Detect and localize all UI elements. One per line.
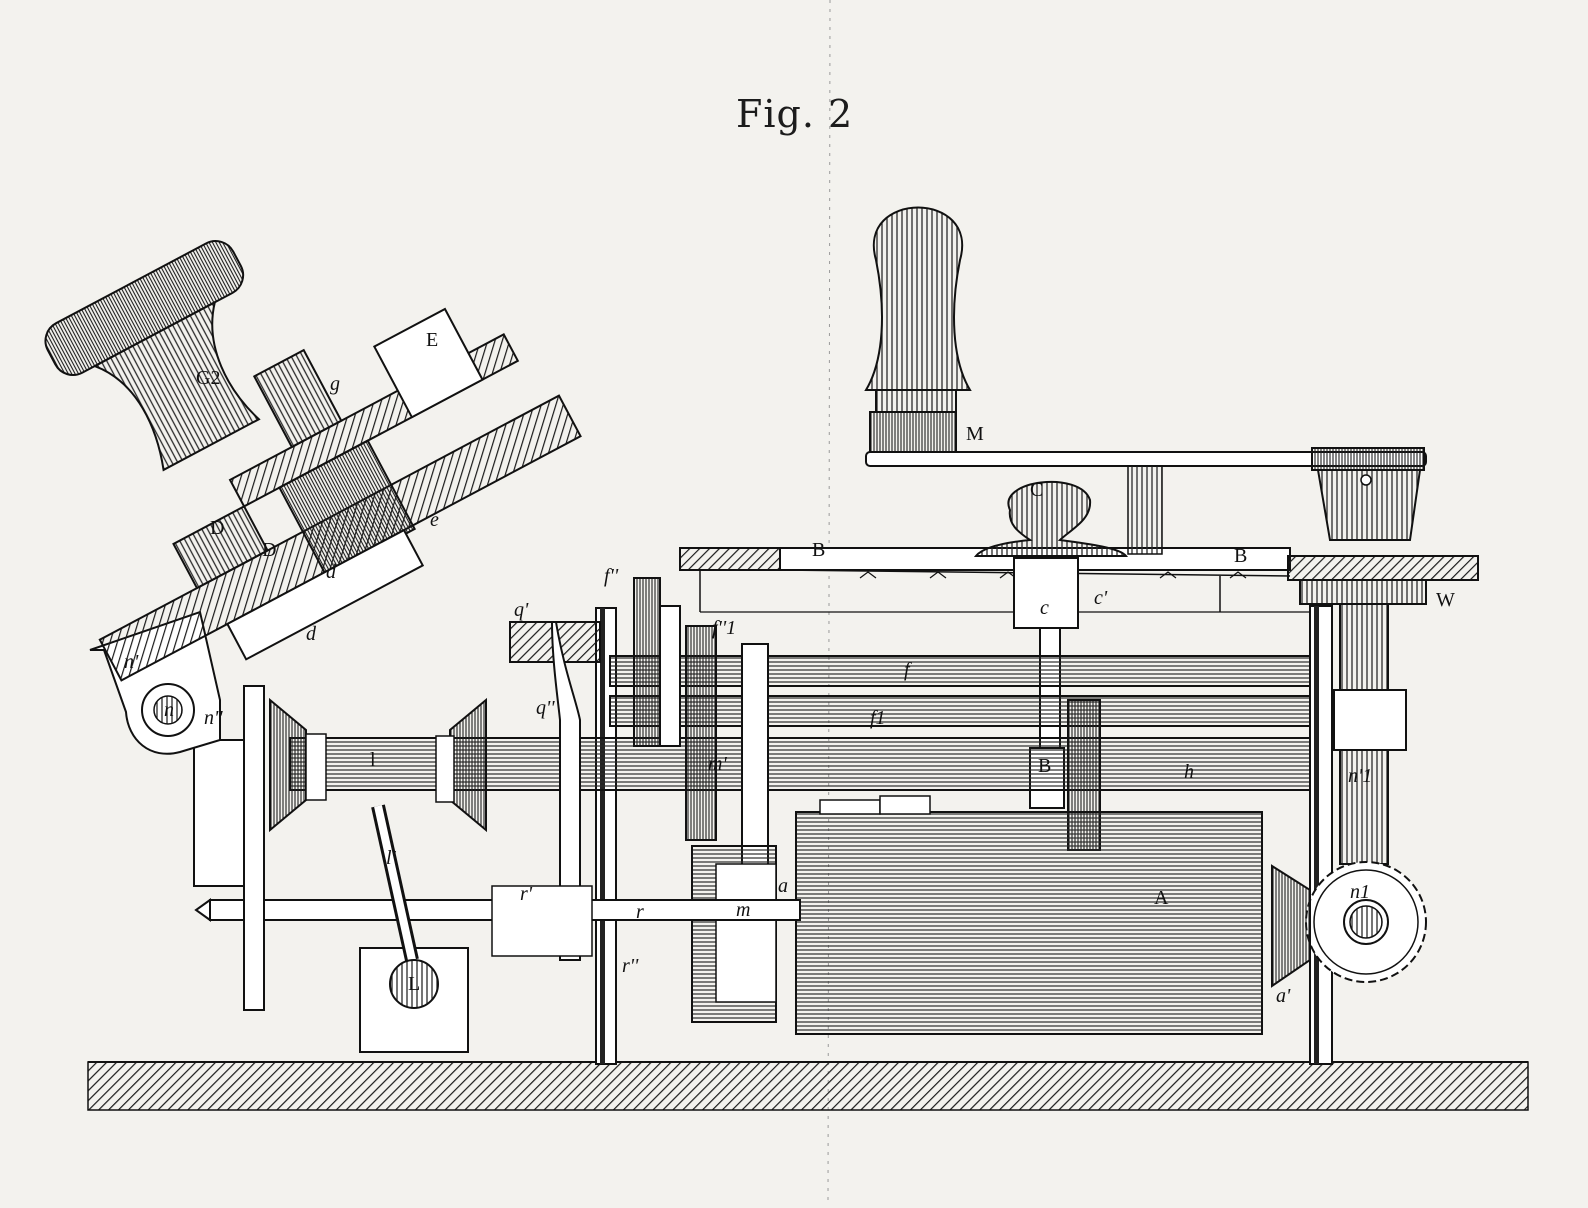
- pinion-n1: [1271, 861, 1427, 988]
- label-e: e: [430, 509, 439, 531]
- label-B2: B: [1234, 545, 1247, 567]
- label-d2: d: [306, 623, 317, 645]
- label-f-dprime: f'': [604, 565, 619, 587]
- right-post: [1311, 447, 1425, 865]
- label-a: a: [778, 875, 788, 897]
- label-h: h: [1184, 761, 1194, 783]
- label-m: m: [736, 899, 750, 921]
- shaft-f1: [609, 695, 1311, 727]
- left-plate: [193, 685, 487, 1011]
- label-g: g: [330, 373, 340, 395]
- shaft-f: [609, 655, 1311, 687]
- label-n-prime: n': [124, 651, 139, 673]
- label-D2: D: [262, 539, 276, 561]
- ground-base: [87, 1061, 1529, 1111]
- label-r: r: [636, 901, 644, 923]
- label-q-prime: q': [514, 599, 529, 621]
- label-E: E: [426, 329, 438, 351]
- label-C: C: [1030, 479, 1043, 501]
- label-f1: f1: [870, 707, 886, 729]
- label-n1-prime: n'1: [1348, 765, 1372, 787]
- label-f1-dprime: f''1: [712, 617, 736, 639]
- label-M: M: [966, 423, 984, 445]
- drum-A: [691, 795, 1263, 1035]
- label-n-dprime: n'': [204, 707, 223, 729]
- label-l-prime: l': [386, 847, 397, 869]
- label-D1: D: [210, 517, 224, 539]
- label-A: A: [1154, 887, 1169, 909]
- label-c: c: [1040, 597, 1049, 619]
- label-B1: B: [812, 539, 825, 561]
- label-G2: G2: [196, 367, 220, 389]
- label-c-prime: c': [1094, 587, 1108, 609]
- label-L: L: [408, 973, 420, 995]
- frame-upright-right: [1309, 605, 1333, 1065]
- label-n: n: [164, 699, 174, 721]
- lever-L: [371, 804, 439, 1009]
- label-m-prime: m': [708, 753, 727, 775]
- label-d1: d: [326, 561, 337, 583]
- label-f: f: [904, 659, 912, 681]
- key-lever-M: [864, 206, 1427, 555]
- labels: G2 g E D D d d e n' n n'' l l' L q' q'' …: [124, 329, 1455, 1007]
- bracket-q: [509, 621, 601, 961]
- label-l: l: [370, 749, 376, 771]
- figure-title: Fig. 2: [736, 92, 854, 136]
- tilted-head: [44, 240, 582, 682]
- fold-line: [827, 0, 831, 1205]
- shaft-r: [194, 885, 801, 1053]
- label-r-dprime: r'': [622, 955, 639, 977]
- label-q-dprime: q'': [536, 697, 555, 719]
- label-r-prime: r': [520, 883, 533, 905]
- label-a-prime: a': [1276, 985, 1291, 1007]
- label-B3: B: [1038, 755, 1051, 777]
- label-W: W: [1436, 589, 1455, 611]
- label-n1: n1: [1350, 881, 1370, 903]
